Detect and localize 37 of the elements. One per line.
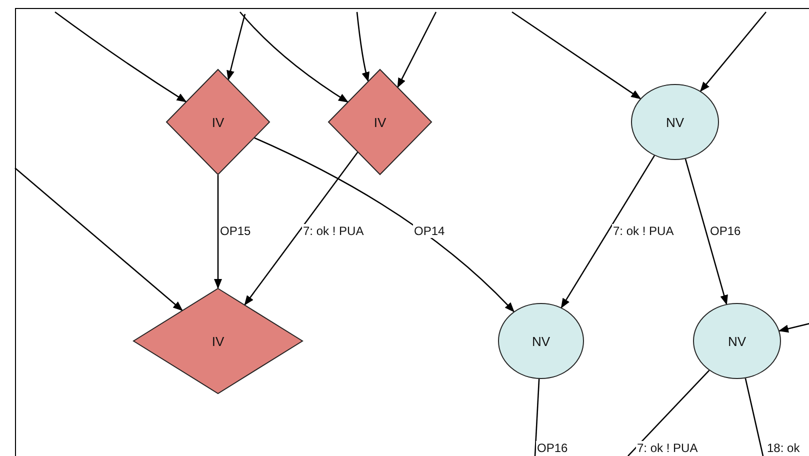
- edge-label: 7: ok ! PUA: [302, 224, 365, 238]
- node-label: NV: [666, 114, 684, 130]
- edge-label: 7: ok ! PUA: [612, 224, 675, 238]
- arrow: [684, 158, 728, 306]
- arrow: [778, 322, 809, 333]
- edge-label: OP15: [219, 224, 252, 238]
- decision-diamond: [166, 69, 270, 175]
- decision-diamond: [328, 69, 432, 175]
- arrow: [512, 11, 642, 100]
- edge-label: OP14: [413, 224, 446, 238]
- arrow: [254, 137, 514, 312]
- connector-line: [534, 378, 540, 456]
- arrow: [397, 12, 437, 88]
- node-label: IV: [212, 334, 224, 348]
- state-ellipse: [631, 84, 719, 160]
- edge-label: OP16: [536, 441, 569, 455]
- arrow: [356, 12, 370, 82]
- edge-label: 7: ok ! PUA: [636, 441, 699, 455]
- arrow: [244, 152, 358, 306]
- arrow: [560, 155, 655, 308]
- edge-label: OP16: [709, 224, 742, 238]
- state-ellipse: [498, 303, 584, 379]
- arrow: [240, 12, 348, 102]
- arrow: [214, 175, 222, 289]
- decision-diamond: [133, 288, 303, 394]
- node-label: NV: [532, 334, 550, 348]
- arrow: [54, 11, 187, 102]
- node-label: NV: [728, 334, 746, 348]
- node-label: IV: [374, 114, 386, 130]
- connector-line: [628, 370, 710, 456]
- arrow: [14, 168, 183, 311]
- node-label: IV: [212, 114, 224, 130]
- edge-label: 18: ok: [766, 441, 801, 455]
- arrow: [226, 14, 246, 81]
- arrow: [700, 12, 766, 92]
- state-ellipse: [693, 303, 781, 379]
- connector-line: [744, 378, 764, 456]
